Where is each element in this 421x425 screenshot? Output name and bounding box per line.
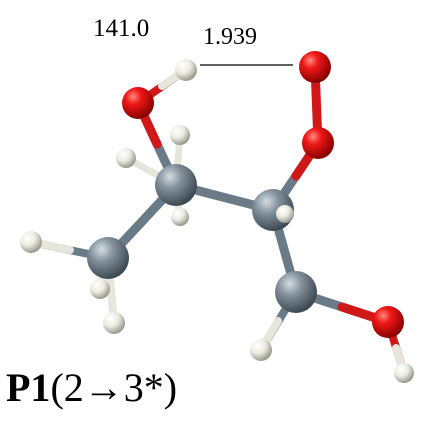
hydrogen-atom-c1-left bbox=[116, 148, 136, 168]
hydrogen-atom-c3-mid bbox=[90, 279, 110, 299]
oxygen-atom-o1 bbox=[122, 87, 154, 119]
hydrogen-atom-oh-bottom bbox=[394, 363, 414, 383]
structure-caption: P1(2→3*) bbox=[6, 368, 177, 408]
carbon-atom-c1 bbox=[155, 164, 197, 206]
hydrogen-atom-c1-top bbox=[170, 125, 190, 145]
oxygen-atom-o4 bbox=[372, 306, 404, 338]
caption-rest: (2→3*) bbox=[50, 365, 178, 410]
atoms bbox=[20, 51, 414, 383]
bonds bbox=[27, 62, 408, 377]
oxygen-atom-o2 bbox=[302, 127, 334, 159]
angle-label: 141.0 bbox=[93, 15, 149, 42]
distance-label: 1.939 bbox=[203, 24, 257, 50]
caption-bold: P1 bbox=[6, 365, 51, 410]
oxygen-atom-o3 bbox=[299, 51, 331, 83]
hydrogen-atom-c3-low bbox=[103, 312, 125, 334]
carbon-atom-c3 bbox=[87, 237, 129, 279]
hydrogen-atom-oh-top bbox=[175, 59, 197, 81]
hydrogen-atom-c2 bbox=[276, 205, 294, 223]
hydrogen-atom-c3-left bbox=[20, 231, 42, 253]
hydrogen-atom-c1-low bbox=[171, 208, 189, 226]
carbon-atom-c4 bbox=[275, 271, 317, 313]
hydrogen-atom-c4 bbox=[250, 339, 272, 361]
